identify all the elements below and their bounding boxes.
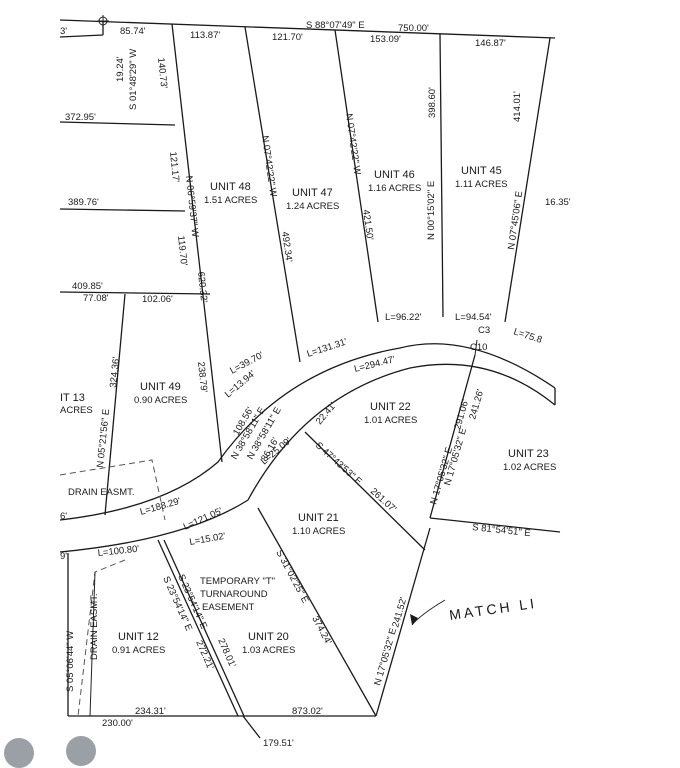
dim-label: 372.95': [65, 112, 96, 123]
dim-label: C10: [470, 342, 487, 353]
dim-label: 3': [60, 26, 67, 37]
unit-20-acres: 1.03 ACRES: [242, 645, 295, 656]
unit-21-label: UNIT 21: [298, 512, 339, 524]
unit-48-label: UNIT 48: [210, 181, 251, 193]
dim-label: 113.87': [190, 30, 220, 41]
unit-23-acres: 1.02 ACRES: [503, 462, 556, 473]
dim-label: 620.32': [195, 271, 209, 303]
match-line-label: MATCH LI: [448, 595, 538, 623]
unit-23-label: UNIT 23: [508, 448, 549, 460]
unit-45-acres: 1.11 ACRES: [455, 179, 508, 190]
dim-label: 492.34': [279, 231, 294, 263]
dim-label: L=94.54': [455, 312, 492, 323]
unit-20-label: UNIT 20: [248, 631, 289, 643]
dim-label: S 47°43'53" E: [313, 440, 364, 487]
dim-label: S 31°02'25" E: [273, 548, 310, 605]
drain-easement-label: DRAIN EASMT.: [68, 487, 135, 498]
unit-21-acres: 1.10 ACRES: [292, 526, 345, 537]
dim-label: 398.60': [427, 87, 438, 118]
unit-13-label: IT 13: [60, 392, 85, 404]
dim-label: N 07°42'22" W: [259, 135, 278, 198]
dim-label: 9': [60, 551, 67, 562]
turnaround-label: TURNAROUND: [200, 589, 268, 600]
unit-labels: UNIT 48 1.51 ACRES UNIT 47 1.24 ACRES UN…: [60, 165, 556, 656]
dim-label: 389.76': [68, 197, 99, 208]
dim-label: 234.31': [135, 706, 166, 717]
unit-13-acres: ACRES: [60, 405, 93, 416]
dim-label: N 07°42'22" W: [343, 113, 362, 176]
dim-label: L=15.02': [189, 531, 227, 548]
top-total: 750.00': [398, 23, 429, 34]
dim-label: 121.70': [272, 32, 303, 43]
unit-46-acres: 1.16 ACRES: [368, 183, 421, 194]
unit-22-label: UNIT 22: [370, 401, 411, 413]
unit-49-acres: 0.90 ACRES: [134, 395, 187, 406]
dim-label: 19.24': [115, 56, 126, 82]
dim-label: N 06°59'37" W: [183, 175, 200, 238]
dim-label: 230.00': [102, 718, 133, 729]
dim-label: 85.74': [120, 26, 146, 37]
dim-label: 324.36': [108, 356, 122, 388]
dim-label: 278.01': [215, 637, 238, 670]
dim-label: N 17°05'32" E: [372, 627, 399, 687]
unit-49-label: UNIT 49: [140, 381, 181, 393]
dim-label: C3: [478, 325, 490, 336]
top-bearing: S 88°07'49" E: [306, 20, 365, 31]
easement-label: EASEMENT: [202, 602, 254, 613]
dim-label: N 00°15'02" E: [426, 181, 437, 240]
dim-label: 409.85': [72, 281, 103, 292]
dim-label: S 81°54'51" E: [472, 522, 531, 539]
dim-label: 6': [60, 511, 67, 522]
dim-label: 146.87': [475, 38, 506, 49]
watermark-logo-icon: [4, 738, 34, 768]
dim-label: 241.52': [390, 596, 409, 629]
dim-label: 16.35': [545, 197, 571, 208]
dim-label: L=100.80': [97, 544, 140, 559]
bearing-labels: 19.24' S 01°48'29" W 140.73' N 07°42'22"…: [65, 49, 525, 692]
dim-label: L=75.8: [512, 326, 543, 346]
dim-label: 421.50': [360, 209, 375, 241]
lot-lines: [59, 15, 561, 739]
dim-label: L=121.05': [182, 506, 225, 533]
dim-label: S 05°06'44" W: [65, 631, 76, 692]
dim-label: N 07°45'06" E: [506, 190, 525, 250]
dim-label: 238.79': [195, 361, 209, 393]
watermark-logo-icon: [66, 736, 96, 766]
dim-label: 119.70': [175, 235, 189, 266]
dim-label: 241.26': [467, 388, 486, 421]
temporary-t-label: TEMPORARY "T": [200, 576, 275, 587]
unit-22-acres: 1.01 ACRES: [364, 415, 417, 426]
dim-label: 179.51': [263, 738, 294, 749]
unit-47-label: UNIT 47: [292, 187, 333, 199]
dim-label: L=96.22': [385, 312, 422, 323]
dim-label: L=131.31': [306, 336, 349, 359]
dim-label: L=13.94': [223, 368, 258, 400]
drain-easement-label-lower: DRAIN EASMT.: [89, 593, 100, 660]
dim-label: S 01°48'29" W: [128, 49, 139, 110]
dim-label: 261.07': [368, 486, 398, 515]
unit-45-label: UNIT 45: [461, 165, 502, 177]
dim-label: 374.24': [309, 614, 333, 647]
unit-46-label: UNIT 46: [374, 169, 415, 181]
dim-label: 121.17': [167, 151, 181, 183]
dim-label: 153.09': [370, 34, 401, 45]
unit-48-acres: 1.51 ACRES: [204, 195, 257, 206]
unit-47-acres: 1.24 ACRES: [286, 201, 339, 212]
dim-label: 102.06': [142, 294, 173, 305]
dim-label: 272.21': [193, 639, 216, 672]
unit-12-label: UNIT 12: [118, 631, 159, 643]
dim-label: 873.02': [292, 706, 323, 717]
dim-label: 77.08': [83, 293, 109, 304]
unit-12-acres: 0.91 ACRES: [112, 645, 165, 656]
dim-label: 414.01': [512, 91, 523, 122]
dim-label: 140.73': [155, 57, 169, 89]
